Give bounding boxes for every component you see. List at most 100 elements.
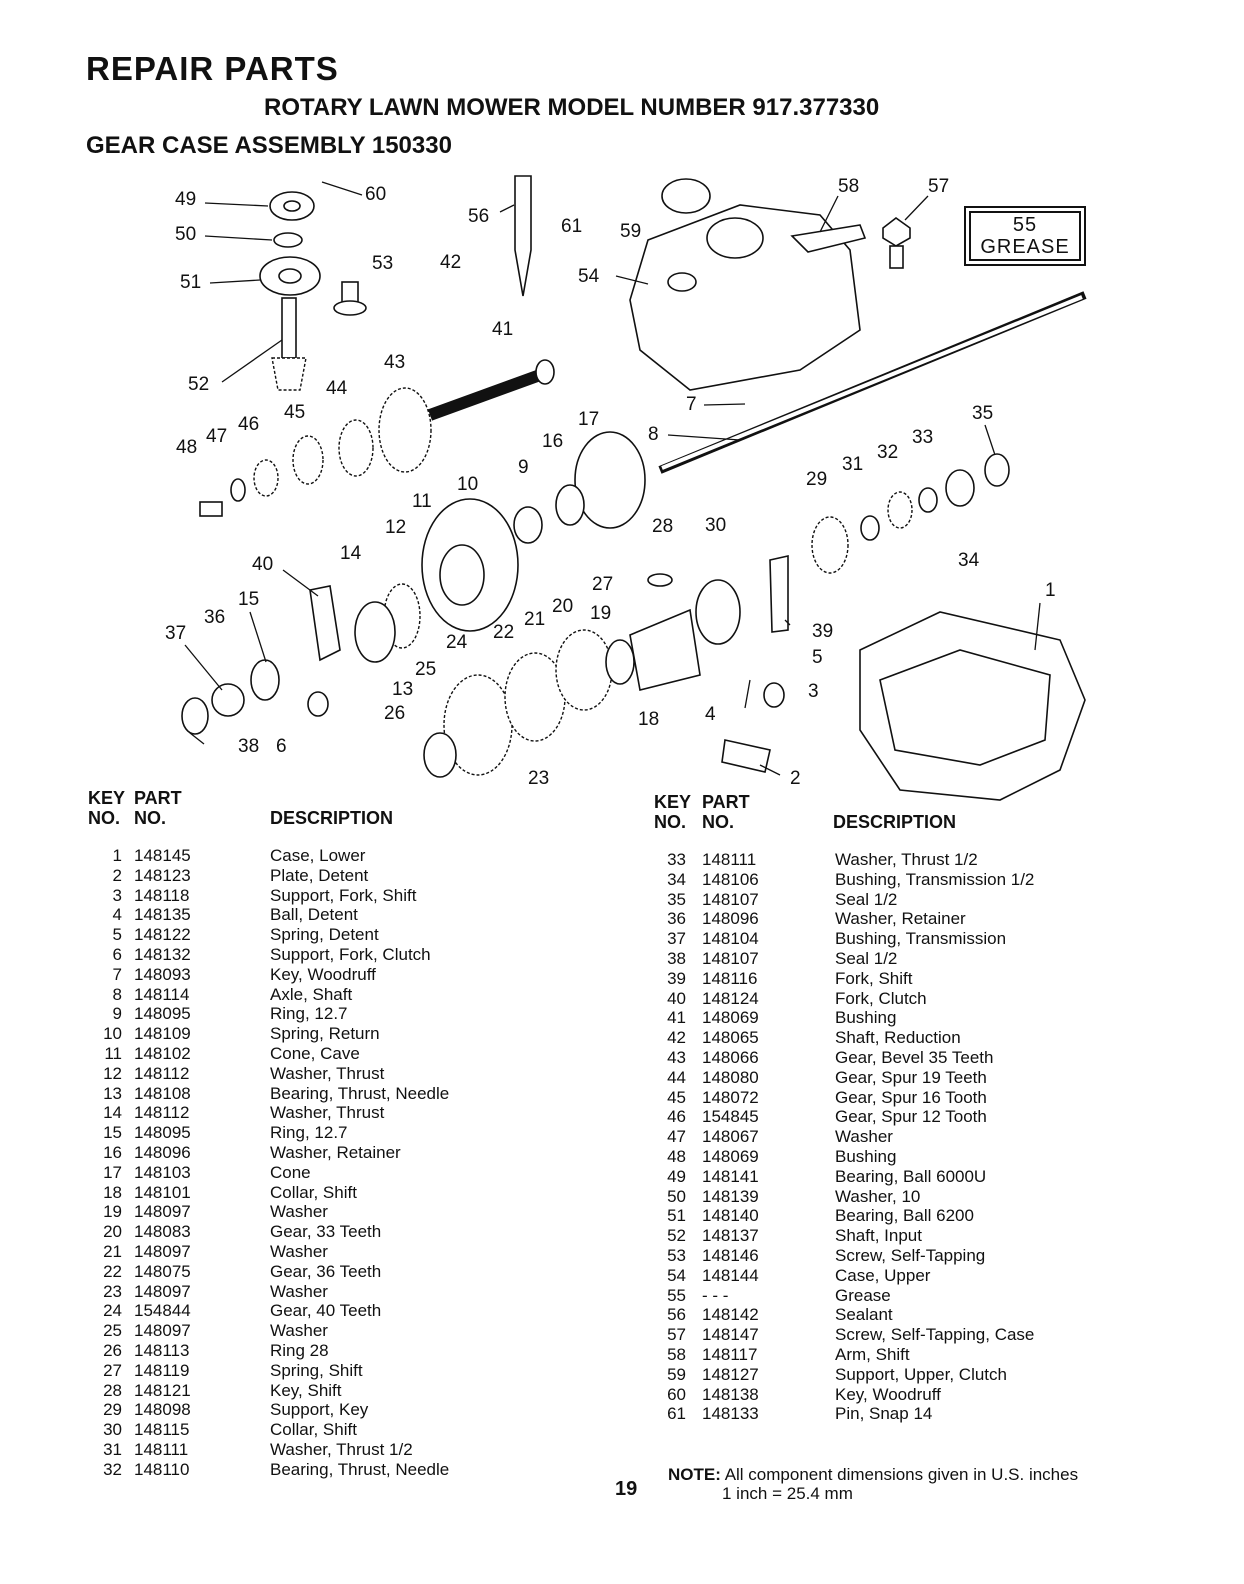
key-number: 47	[667, 1127, 686, 1147]
part-description: Arm, Shift	[835, 1344, 910, 1364]
part-number: 148132	[134, 944, 191, 964]
key-number: 15	[103, 1123, 122, 1143]
part-number: 148133	[702, 1404, 759, 1424]
part-number: 148109	[134, 1024, 191, 1044]
part-number: 148142	[702, 1305, 759, 1325]
callout: 57	[928, 176, 949, 197]
part-number: 148112	[134, 1063, 190, 1083]
key-number: 23	[103, 1281, 122, 1301]
key-number: 31	[103, 1439, 122, 1459]
part-description: Key, Shift	[270, 1380, 342, 1400]
callout: 23	[528, 768, 549, 789]
part-description: Spring, Detent	[270, 925, 379, 945]
key-number: 12	[103, 1063, 122, 1083]
part-number: 148069	[702, 1008, 759, 1028]
part-description: Pin, Snap 14	[835, 1404, 933, 1424]
callout: 10	[457, 474, 478, 495]
callout: 35	[972, 403, 993, 424]
part-number: 148096	[702, 909, 759, 929]
key-number: 7	[112, 964, 122, 984]
key-number: 44	[667, 1067, 686, 1087]
callout: 3	[808, 681, 819, 702]
callout: 32	[877, 442, 898, 463]
key-number: 57	[667, 1325, 686, 1345]
part-description: Screw, Self-Tapping	[835, 1245, 986, 1265]
part-description: Washer, 10	[835, 1186, 921, 1206]
page-number: 19	[615, 1478, 638, 1500]
callout: 37	[165, 623, 186, 644]
callout: 54	[578, 266, 600, 287]
part-description: Ball, Detent	[270, 905, 358, 925]
part-number: 148102	[134, 1043, 191, 1063]
key-number: 40	[667, 988, 686, 1008]
callout: 5	[812, 647, 823, 668]
part-number: 148119	[134, 1360, 190, 1380]
part-number: 148114	[134, 984, 190, 1004]
parts-table-row: 55- - -Grease	[652, 1286, 1122, 1306]
key-number: 48	[667, 1146, 686, 1166]
key-number: 10	[103, 1024, 122, 1044]
part-number: 148115	[134, 1420, 190, 1440]
part-description: Bushing	[835, 1008, 897, 1028]
key-number: 56	[667, 1305, 686, 1325]
key-number: 27	[103, 1360, 122, 1380]
key-number: 4	[112, 905, 122, 925]
part-number: 148141	[702, 1166, 759, 1186]
part-number: 148097	[134, 1241, 191, 1261]
part-description: Washer, Thrust	[270, 1063, 385, 1083]
callout: 47	[206, 426, 227, 447]
part-number: 148127	[702, 1364, 759, 1384]
key-number: 1	[112, 846, 122, 865]
callout: 7	[686, 394, 697, 415]
callout: 31	[842, 454, 863, 475]
part-number: 148146	[702, 1245, 759, 1265]
parts-table-row: 61 148133 Pin, Snap 14	[652, 1404, 1122, 1424]
callout: 41	[492, 319, 513, 340]
part-number: 148095	[134, 1123, 191, 1143]
part-number: 148137	[702, 1226, 759, 1246]
callout: 26	[384, 703, 405, 724]
part-description: Bushing, Transmission	[835, 929, 1007, 949]
callout: 20	[552, 596, 573, 617]
right-key-header: KEY NO.	[654, 792, 692, 832]
key-number: 49	[667, 1166, 686, 1186]
key-number: 3	[112, 885, 122, 905]
key-number: 61	[667, 1404, 686, 1424]
callout: 12	[385, 517, 406, 538]
key-number: 50	[667, 1186, 686, 1206]
part-description: Plate, Detent	[270, 865, 369, 885]
part-description: Ring 28	[270, 1340, 329, 1360]
dimension-note: NOTE: All component dimensions given in …	[668, 1465, 1078, 1503]
key-number: 34	[667, 869, 686, 889]
part-number: 148096	[134, 1142, 191, 1162]
callout: 33	[912, 427, 933, 448]
key-number: 16	[103, 1142, 122, 1162]
part-number: 148107	[702, 889, 759, 909]
callout: 18	[638, 709, 659, 730]
callout: 59	[620, 221, 641, 242]
part-number: 148093	[134, 964, 191, 984]
part-description: Collar, Shift	[270, 1420, 357, 1440]
part-number: 148101	[134, 1182, 191, 1202]
part-description: Gear, Spur 16 Tooth	[835, 1087, 987, 1107]
callout: 8	[648, 424, 659, 445]
part-description: Washer	[270, 1281, 328, 1301]
